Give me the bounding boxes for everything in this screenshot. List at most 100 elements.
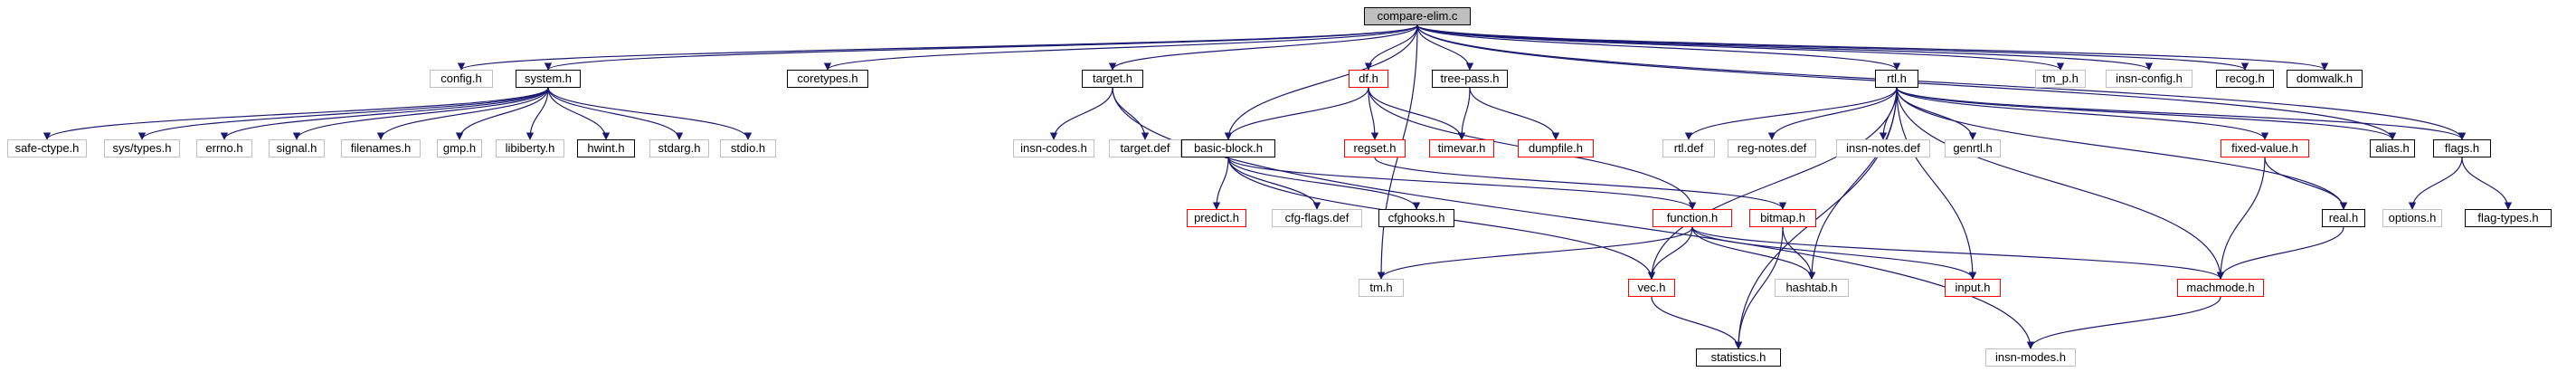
node-stdio[interactable]: stdio.h xyxy=(720,139,776,157)
node-sys-types[interactable]: sys/types.h xyxy=(104,139,180,157)
edge-fixed-value-to-real xyxy=(2264,157,2348,210)
node-timevar[interactable]: timevar.h xyxy=(1429,139,1494,157)
node-genrtl[interactable]: genrtl.h xyxy=(1945,139,2001,157)
node-insn-modes[interactable]: insn-modes.h xyxy=(1985,348,2076,367)
edge-target-to-target-def xyxy=(1112,87,1150,140)
node-safe-ctype[interactable]: safe-ctype.h xyxy=(7,139,87,157)
node-hwint[interactable]: hwint.h xyxy=(577,139,635,157)
edge-rtl-to-fixed-value xyxy=(1896,87,2269,140)
edge-bitmap-to-hashtab xyxy=(1782,226,1816,280)
edge-rtl-to-input xyxy=(1896,87,1977,280)
edge-compare-elim-to-config xyxy=(458,24,1418,71)
edge-compare-elim-to-system xyxy=(545,24,1418,71)
node-hashtab[interactable]: hashtab.h xyxy=(1775,279,1849,297)
edge-compare-elim-to-target xyxy=(1108,24,1418,71)
node-statistics[interactable]: statistics.h xyxy=(1696,348,1781,367)
edge-rtl-to-machmode xyxy=(1896,87,2225,280)
edge-system-to-filenames xyxy=(376,87,549,140)
node-stdarg[interactable]: stdarg.h xyxy=(649,139,709,157)
edge-system-to-libiberty xyxy=(526,87,549,140)
node-fixed-value[interactable]: fixed-value.h xyxy=(2221,139,2309,157)
node-rtl[interactable]: rtl.h xyxy=(1875,70,1918,88)
node-flag-types[interactable]: flag-types.h xyxy=(2465,209,2552,227)
node-vec[interactable]: vec.h xyxy=(1628,279,1675,297)
node-options[interactable]: options.h xyxy=(2382,209,2442,227)
edge-tree-pass-to-dumpfile xyxy=(1469,87,1560,140)
edge-target-to-insn-codes xyxy=(1049,87,1113,140)
node-insn-notes[interactable]: insn-notes.def xyxy=(1836,139,1930,157)
edge-system-to-safe-ctype xyxy=(43,87,549,140)
node-config[interactable]: config.h xyxy=(430,70,493,88)
edge-function-to-input xyxy=(1691,226,1977,280)
node-gmp[interactable]: gmp.h xyxy=(437,139,482,157)
edge-basic-block-to-function xyxy=(1227,157,1697,210)
node-filenames[interactable]: filenames.h xyxy=(341,139,421,157)
edge-machmode-to-insn-modes xyxy=(2026,296,2221,349)
node-alias[interactable]: alias.h xyxy=(2370,139,2415,157)
edge-system-to-stdio xyxy=(547,87,753,140)
edge-vec-to-statistics xyxy=(1651,296,1743,349)
node-input[interactable]: input.h xyxy=(1945,279,2001,297)
node-target[interactable]: target.h xyxy=(1082,70,1143,88)
node-real[interactable]: real.h xyxy=(2322,209,2365,227)
edge-rtl-to-hashtab xyxy=(1807,87,1898,280)
node-tree-pass[interactable]: tree-pass.h xyxy=(1432,70,1508,88)
edge-compare-elim-to-coretypes xyxy=(824,24,1418,71)
node-signal[interactable]: signal.h xyxy=(269,139,325,157)
edge-compare-elim-to-flags xyxy=(1416,24,2467,140)
node-system[interactable]: system.h xyxy=(516,70,581,88)
edge-system-to-gmp xyxy=(455,87,549,140)
edge-tree-pass-to-timevar xyxy=(1457,87,1471,140)
edge-df-to-timevar xyxy=(1368,87,1466,140)
node-bitmap[interactable]: bitmap.h xyxy=(1749,209,1816,227)
edge-fixed-value-to-machmode xyxy=(2216,157,2266,280)
node-errno[interactable]: errno.h xyxy=(196,139,252,157)
node-cfg-flags[interactable]: cfg-flags.def xyxy=(1272,209,1362,227)
node-recog[interactable]: recog.h xyxy=(2216,70,2274,88)
node-coretypes[interactable]: coretypes.h xyxy=(787,70,868,88)
node-insn-codes[interactable]: insn-codes.h xyxy=(1013,139,1094,157)
edge-system-to-hwint xyxy=(547,87,611,140)
edge-flags-to-flag-types xyxy=(2461,157,2513,210)
node-reg-notes[interactable]: reg-notes.def xyxy=(1728,139,1816,157)
edge-rtl-to-real xyxy=(1896,87,2348,210)
edge-system-to-signal xyxy=(292,87,549,140)
node-rtl-def[interactable]: rtl.def xyxy=(1662,139,1715,157)
edge-bitmap-to-statistics xyxy=(1734,226,1784,349)
node-cfghooks[interactable]: cfghooks.h xyxy=(1378,209,1454,227)
node-target-def[interactable]: target.def xyxy=(1109,139,1181,157)
node-df[interactable]: df.h xyxy=(1349,70,1388,88)
node-compare-elim[interactable]: compare-elim.c xyxy=(1364,7,1471,25)
node-flags[interactable]: flags.h xyxy=(2433,139,2491,157)
edge-rtl-to-reg-notes xyxy=(1767,87,1898,140)
edge-basic-block-to-cfghooks xyxy=(1227,157,1421,210)
edge-basic-block-to-cfg-flags xyxy=(1227,157,1321,210)
edge-function-to-hashtab xyxy=(1691,226,1816,280)
edge-df-to-regset xyxy=(1368,87,1379,140)
node-insn-config[interactable]: insn-config.h xyxy=(2106,70,2192,88)
node-basic-block[interactable]: basic-block.h xyxy=(1181,139,1275,157)
node-dumpfile[interactable]: dumpfile.h xyxy=(1518,139,1594,157)
node-tm_p[interactable]: tm_p.h xyxy=(2035,70,2086,88)
node-libiberty[interactable]: libiberty.h xyxy=(496,139,564,157)
node-regset[interactable]: regset.h xyxy=(1344,139,1406,157)
node-function[interactable]: function.h xyxy=(1653,209,1732,227)
edge-function-to-vec xyxy=(1647,226,1693,280)
edge-compare-elim-to-tree-pass xyxy=(1416,24,1474,71)
edge-function-to-tm xyxy=(1377,226,1693,280)
edge-system-to-sys-types xyxy=(137,87,549,140)
edge-compare-elim-to-domwalk xyxy=(1416,24,2328,71)
edge-system-to-stdarg xyxy=(547,87,684,140)
node-predict[interactable]: predict.h xyxy=(1187,209,1246,227)
edge-compare-elim-to-tm_p xyxy=(1416,24,2064,71)
edge-rtl-to-rtl-def xyxy=(1684,87,1898,140)
edge-compare-elim-to-df xyxy=(1364,24,1418,71)
edge-system-to-errno xyxy=(220,87,549,140)
node-domwalk[interactable]: domwalk.h xyxy=(2287,70,2363,88)
node-machmode[interactable]: machmode.h xyxy=(2177,279,2264,297)
edge-compare-elim-to-basic-block xyxy=(1224,24,1418,140)
edge-flags-to-options xyxy=(2408,157,2463,210)
node-tm[interactable]: tm.h xyxy=(1359,279,1404,297)
